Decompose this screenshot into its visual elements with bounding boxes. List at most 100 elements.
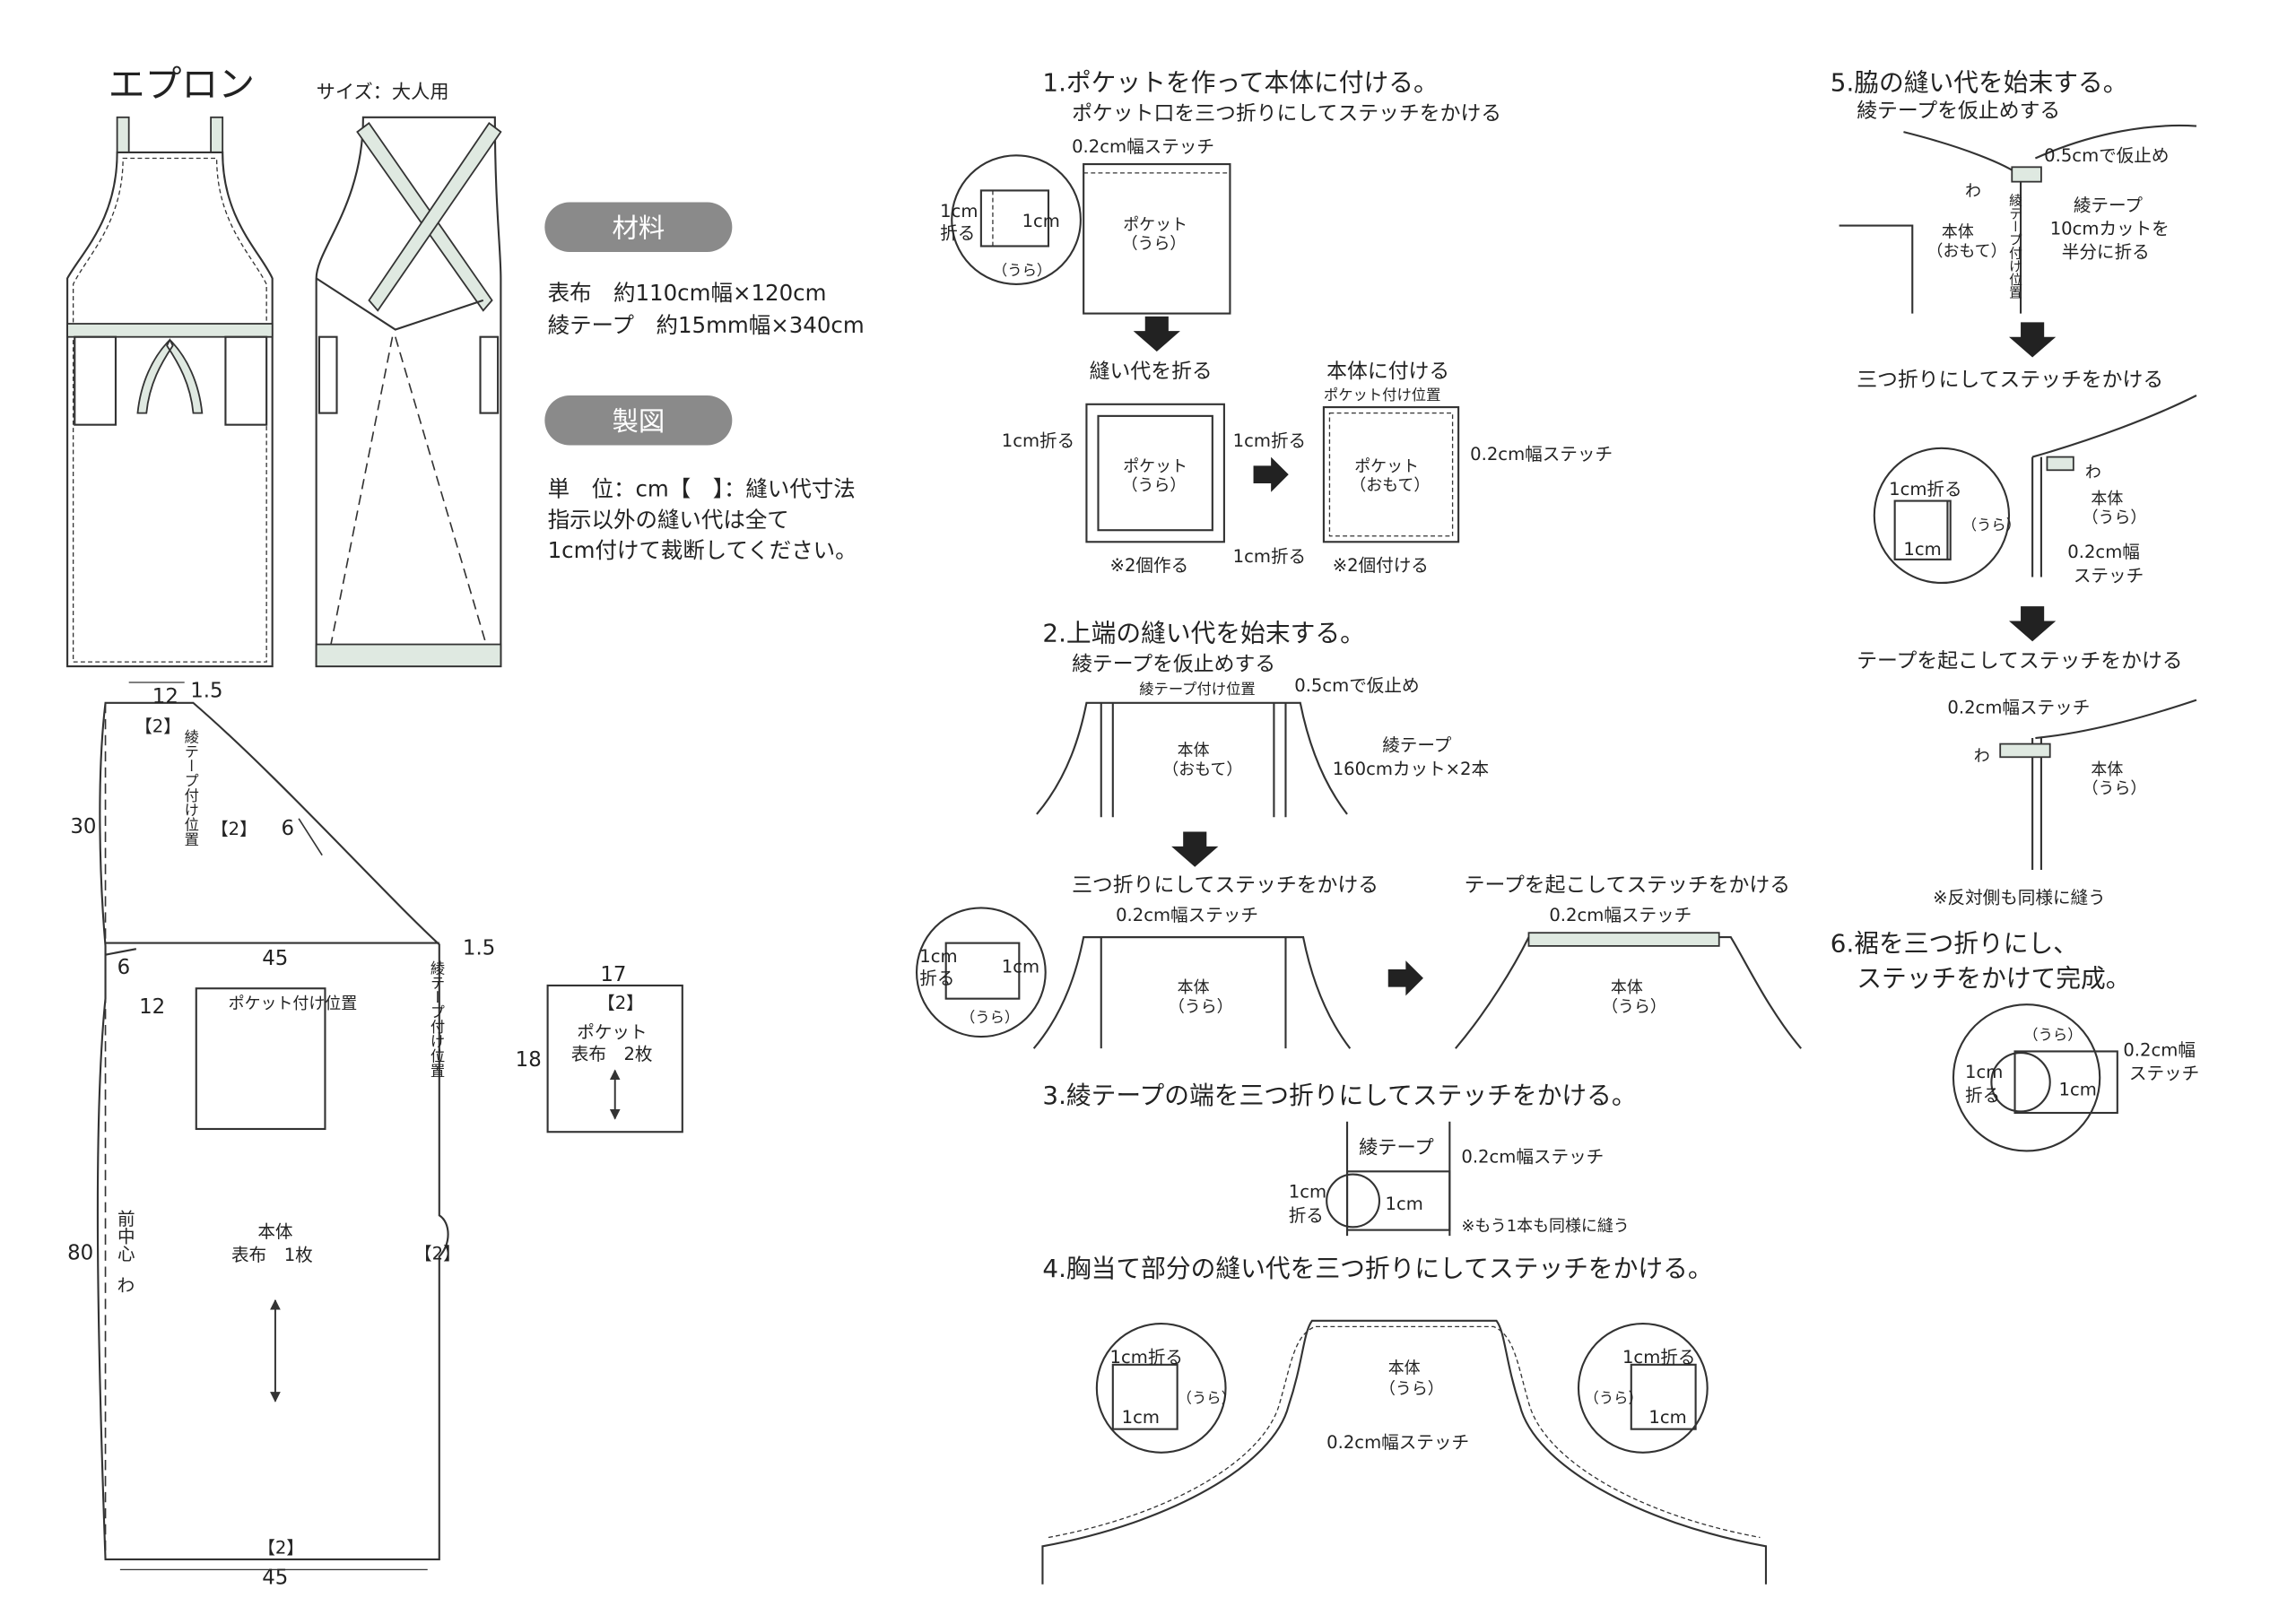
step3-note: ※もう1本も同様に縫う [1461,1217,1629,1236]
material-fabric: 表布 約110cm幅×120cm [548,280,827,306]
materials-badge [544,202,733,253]
step5-c-1cm: 1cm [1903,539,1941,560]
step1-stitch: 0.2cm幅ステッチ [1072,136,1214,157]
step1-right-fold-bottom: 1cm折る [1233,546,1306,567]
step4-title: 4.胸当て部分の縫い代を三つ折りにしてステッチをかける。 [1042,1254,1712,1283]
step1-attach-title: 本体に付ける [1326,360,1449,383]
dim-pocket-offset: 12 [139,995,165,1019]
fold-mark: わ [117,1275,135,1296]
pocket-dim-height: 18 [516,1048,542,1072]
step1-sub: ポケット口を三つ折りにしてステッチをかける [1072,102,1501,126]
step1-attach-two: ※2個付ける [1333,555,1429,576]
dim-strap: 1.5 [190,679,222,702]
size-label: サイズ：大人用 [317,82,449,104]
step2-body: 本体 [1178,742,1210,760]
tape-position-right: 綾テープ付け位置 [428,960,445,1078]
step2-tape-cut: 160cmカット×2本 [1333,759,1489,779]
step3-c-fold: 折る [1289,1205,1324,1226]
step6-c-fold: 折る [1965,1085,2000,1106]
dim-strap-right: 1.5 [463,937,495,960]
step5-body-side: （おもて） [1927,242,2007,261]
step1-fold-text: 折る [940,222,975,243]
step2-body-c-side: （うら） [1602,997,1666,1016]
step2-body-b: 本体 [1178,978,1210,997]
step-2: 2.上端の縫い代を始末する。 綾テープを仮止めする 綾テープ付け位置 0.5cm… [915,618,1802,1049]
step5-arrow-down [2009,322,2057,358]
apron-front-illustration [66,116,274,668]
step-1: 1.ポケットを作って本体に付ける。 ポケット口を三つ折りにしてステッチをかける … [940,67,1613,576]
step1-arrow-down [1133,316,1180,352]
step5-tab-b [2046,456,2074,472]
step5-detail-circle [1873,447,2011,585]
step2-detail-circle [915,907,1047,1038]
step1-detail-circle [951,154,1082,285]
step5-title: 5.脇の縫い代を始末する。 [1831,67,2128,97]
waist-tape [66,323,274,338]
step2-stitch-2: 0.2cm幅ステッチ [1549,905,1692,925]
step1-title: 1.ポケットを作って本体に付ける。 [1042,67,1438,97]
step5-c-fold-2: わ [1974,747,1990,766]
step5-tape-pos: 綾テープ付け位置 [2007,194,2022,300]
step1-attach-pos: ポケット付け位置 [1324,386,1441,404]
step5-b-fold: わ [2085,463,2101,482]
step5-tack: 0.5cmで仮止め [2044,145,2169,166]
header: エプロン サイズ：大人用 [109,63,449,106]
pocket-pos-label: ポケット付け位置 [229,994,358,1013]
step1-fold-1cm-b: 1cm [1022,211,1060,231]
front-pocket-right [224,335,268,426]
dim-side: 30 [70,815,96,838]
step1-attached-pocket [1322,406,1460,543]
right-strap [210,116,224,153]
dim-bottom: 45 [262,1567,288,1590]
step4-left-1cm: 1cm [1122,1407,1160,1428]
back-hem [315,643,502,667]
step-3: 3.綾テープの端を三つ折りにしてステッチをかける。 綾テープ 0.2cm幅ステッ… [1042,1081,1636,1236]
pocket-piece-fabric: 表布 2枚 [571,1044,653,1064]
step5-tape-cut: 10cmカットを [2050,218,2170,239]
step4-right-circle [1577,1323,1709,1454]
pocket-dim-width: 17 [600,963,626,986]
step5-body-b: 本体 [2091,490,2123,508]
step5-tab-c [1999,743,2051,759]
unit-note: 単 位：cm【 】：縫い代寸法 [548,476,856,502]
step3-stitch: 0.2cm幅ステッチ [1461,1147,1604,1168]
step3-c-1cm-b: 1cm [1385,1194,1422,1214]
step3-tape: 綾テープ [1359,1137,1434,1159]
step3-c-1cm: 1cm [1289,1182,1326,1203]
step5-body-b-side: （うら） [2083,508,2147,527]
step1-attached-label: ポケット [1354,457,1419,476]
step2-c-1cm: 1cm [919,946,957,967]
dim-armhole-seam: 【2】 [211,819,257,839]
bow-ties [136,338,204,414]
body-name: 本体 [257,1221,293,1242]
step1-pocket-label: ポケット [1123,216,1187,235]
step-5: 5.脇の縫い代を始末する。 綾テープを仮止めする 0.5cmで仮止め わ 本体 … [1831,67,2197,908]
tape-position-top: 綾テープ付け位置 [182,729,199,847]
seam-note-2: 1cm付けて裁断してください。 [548,537,857,563]
step1-fold-label: 縫い代を折る [1090,360,1213,383]
step2-raised-tape [1527,932,1720,947]
step2-c-fold: 折る [919,968,954,988]
pocket-piece: 17 【2】 18 ポケット 表布 2枚 [516,963,683,1133]
step5-stitch: 0.2cm幅ステッチ [1947,697,2090,717]
step2-stitch: 0.2cm幅ステッチ [1116,905,1258,925]
step-6: 6.裾を三つ折りにし、 ステッチをかけて完成。 （うら） 0.2cm幅 ステッチ… [1831,928,2199,1152]
step4-right-ura: （うら） [1585,1389,1643,1406]
step1-attached-side: （おもて） [1350,476,1430,495]
apron-back-illustration [315,116,502,668]
materials-badge-label: 材料 [612,213,665,244]
step3-title: 3.綾テープの端を三つ折りにしてステッチをかける。 [1042,1081,1636,1110]
seam-note: 指示以外の縫い代は全て [548,507,789,533]
dim-hem-seam: 【2】 [257,1537,304,1558]
step1-left-fold: 1cm折る [1002,430,1074,451]
step2-sub: 綾テープを仮止めする [1072,653,1275,676]
step4-left-circle [1095,1323,1227,1454]
step1-arrow-right [1253,456,1289,492]
step2-tape-pos: 綾テープ付け位置 [1139,681,1256,698]
step6-ura: （うら） [2023,1026,2082,1043]
material-tape: 綾テープ 約15mm幅×340cm [548,312,865,338]
step5-fold-stitch: 三つ折りにしてステッチをかける [1857,369,2163,392]
step6-title-b: ステッチをかけて完成。 [1857,964,2130,994]
step5-tape-tab [2011,166,2042,183]
